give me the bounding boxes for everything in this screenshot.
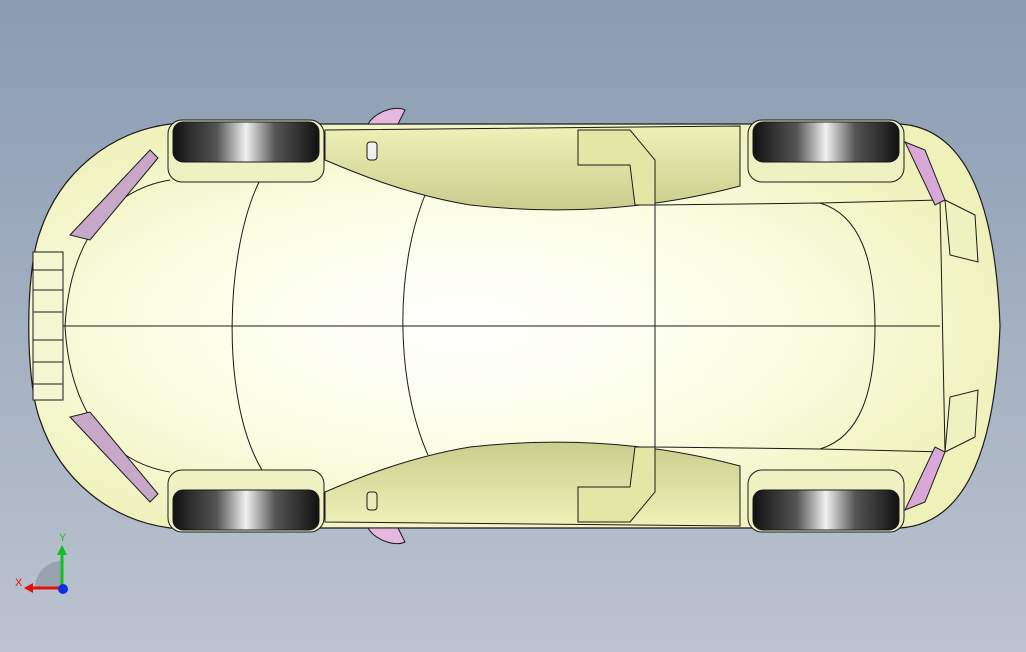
left-pillar-block [577,129,656,206]
right-mirror [367,527,406,545]
right-headlight [69,411,159,503]
rear-diffuser-upper [944,199,979,263]
rear-window-outline [819,199,946,453]
z-axis-dot [58,584,68,594]
right-pillar-block [577,446,656,523]
y-axis-label: Y [59,532,67,544]
left-door-handle [366,141,378,161]
roof-line-mid [402,194,429,456]
front-right-wheel [167,469,325,533]
right-door-handle [366,491,378,511]
left-headlight [69,149,159,241]
rear-right-wheel [747,469,905,533]
front-left-wheel [167,119,325,183]
coordinate-triad [24,545,68,594]
left-mirror [367,107,406,125]
front-grille [32,251,64,401]
rear-left-wheel [747,119,905,183]
rear-diffuser-lower [944,389,979,453]
roof-line-front [231,179,263,471]
x-axis-label: X [15,577,23,589]
